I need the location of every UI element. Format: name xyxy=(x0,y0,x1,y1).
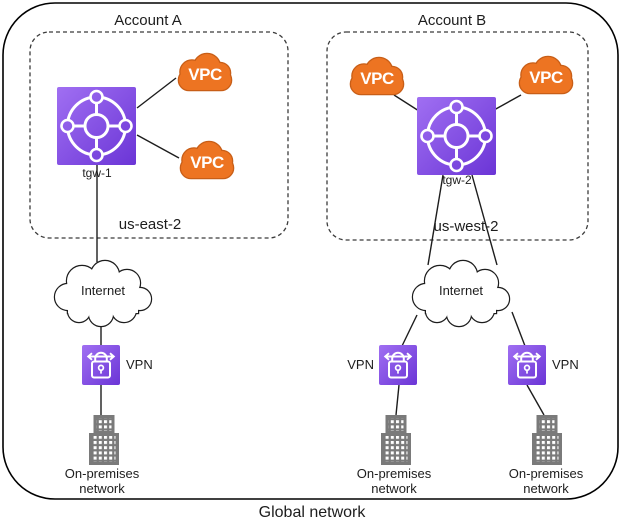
internet-label: Internet xyxy=(439,283,483,298)
on-premises-label-line2: network xyxy=(371,481,417,496)
line-tgw1-to-vpc-a2 xyxy=(136,134,180,159)
account-b-title: Account B xyxy=(418,12,486,29)
line-vpn-b1-to-building-b1 xyxy=(395,384,400,416)
building-icon xyxy=(532,415,562,465)
on-premises-label-line1: On-premises xyxy=(65,466,140,481)
vpc-label: VPC xyxy=(190,153,224,172)
region-label-us-east-2: us-east-2 xyxy=(119,216,182,233)
global-network-boundary xyxy=(2,2,619,500)
vpn-label: VPN xyxy=(126,357,153,372)
line-vpn-b2-to-building-b2 xyxy=(526,384,545,416)
account-a-boundary xyxy=(29,31,289,239)
vpc-cloud-icon: VPC xyxy=(349,56,405,96)
internet-label: Internet xyxy=(81,283,125,298)
line-vpc-b2-to-tgw2 xyxy=(493,94,522,111)
on-premises-label-line2: network xyxy=(523,481,569,496)
tgw-1-label: tgw-1 xyxy=(82,166,112,180)
vpn-label: VPN xyxy=(552,357,579,372)
internet-cloud-icon: Internet xyxy=(53,259,153,328)
vpc-label: VPC xyxy=(360,69,394,88)
line-internet-b-to-vpn-b1 xyxy=(401,314,418,347)
line-vpc-b1-to-tgw2 xyxy=(393,94,420,112)
vpn-lock-icon xyxy=(81,344,121,386)
vpn-lock-icon xyxy=(507,344,547,386)
line-tgw2-to-internet-b-right xyxy=(471,174,498,266)
vpc-label: VPC xyxy=(188,65,222,84)
account-a-title: Account A xyxy=(114,12,182,29)
internet-cloud-icon: Internet xyxy=(411,259,511,328)
global-network-label: Global network xyxy=(259,504,367,521)
vpn-label: VPN xyxy=(347,357,374,372)
account-b-boundary xyxy=(326,31,589,241)
line-tgw1-to-vpc-a1 xyxy=(136,77,177,109)
building-icon xyxy=(89,415,119,465)
connection-lines xyxy=(96,77,545,416)
vpc-label: VPC xyxy=(529,68,563,87)
on-premises-label-line1: On-premises xyxy=(509,466,584,481)
transit-gateway-icon-tgw-1 xyxy=(55,85,138,167)
vpc-cloud-icon: VPC xyxy=(179,140,235,180)
line-tgw2-to-internet-b-left xyxy=(427,174,444,266)
tgw-2-label: tgw-2 xyxy=(442,173,472,187)
vpn-lock-icon xyxy=(378,344,418,386)
line-internet-b-to-vpn-b2 xyxy=(511,311,526,347)
on-premises-label-line1: On-premises xyxy=(357,466,432,481)
building-icon xyxy=(381,415,411,465)
vpc-cloud-icon: VPC xyxy=(518,55,574,95)
transit-gateway-icon-tgw-2 xyxy=(415,95,498,177)
region-label-us-west-2: us-west-2 xyxy=(433,218,498,235)
on-premises-label-line2: network xyxy=(79,481,125,496)
vpc-cloud-icon: VPC xyxy=(177,52,233,92)
